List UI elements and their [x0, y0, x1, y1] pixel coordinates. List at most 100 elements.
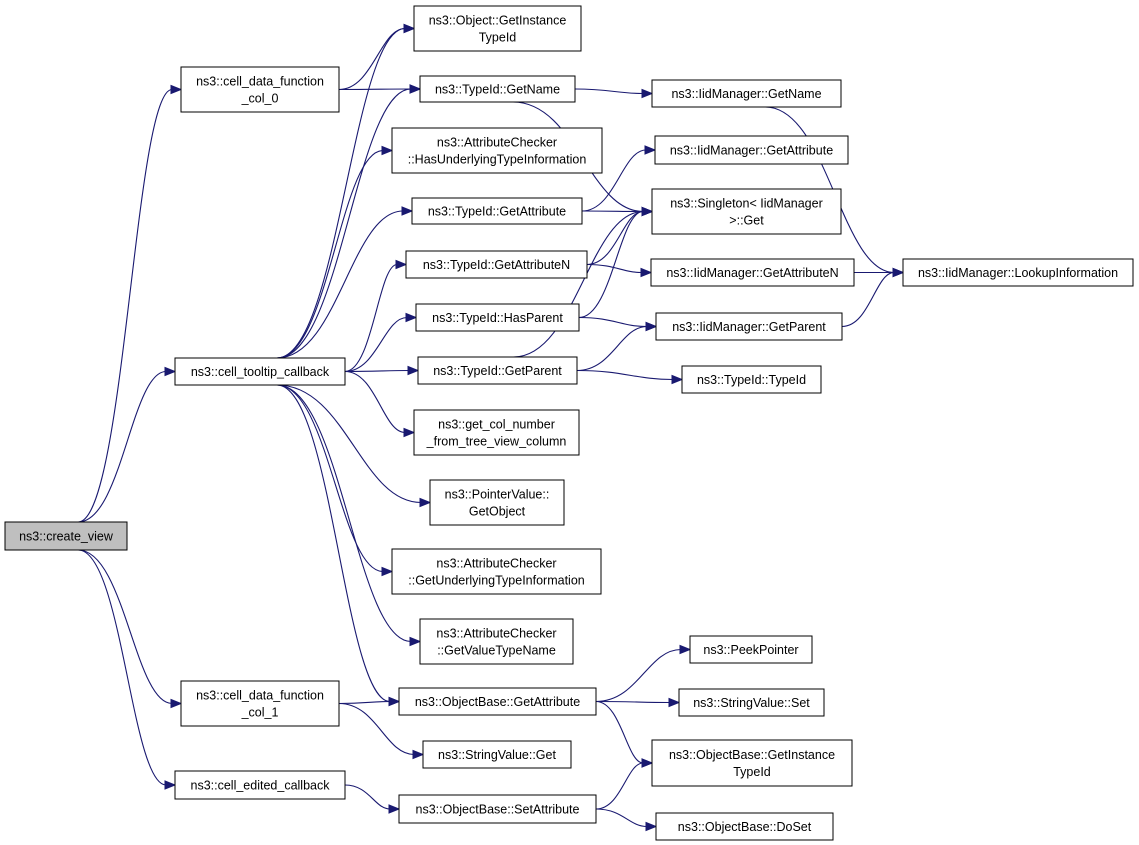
- node-label: ns3::TypeId::GetAttributeN: [423, 258, 570, 272]
- edge-ob_getattr-to-peekpointer: [595, 648, 682, 703]
- node-tid-hasparent[interactable]: ns3::TypeId::HasParent: [415, 303, 580, 332]
- node-label: ns3::TypeId::GetName: [435, 83, 560, 97]
- node-box: [651, 188, 842, 235]
- node-sv-get[interactable]: ns3::StringValue::Get: [422, 740, 572, 769]
- node-ob-doset[interactable]: ns3::ObjectBase::DoSet: [655, 812, 834, 841]
- node-box: [422, 740, 572, 769]
- node-box: [650, 258, 855, 287]
- node-label: ns3::IidManager::GetParent: [672, 320, 826, 334]
- edge-tooltip-to-ob_getattr: [276, 384, 391, 703]
- node-tid-getattrn[interactable]: ns3::TypeId::GetAttributeN: [405, 250, 588, 279]
- arrowhead-tooltip-to-pv_getobject: [419, 497, 432, 508]
- node-pv-getobject[interactable]: ns3::PointerValue::GetObject: [429, 479, 565, 526]
- node-ac-getunder[interactable]: ns3::AttributeChecker::GetUnderlyingType…: [391, 548, 602, 595]
- edge-tooltip-to-ac_getvaluetype: [276, 384, 412, 643]
- node-label: ns3::cell_data_function: [196, 75, 324, 89]
- node-label: _col_1: [241, 706, 279, 720]
- node-label: ns3::cell_tooltip_callback: [191, 365, 330, 379]
- node-ob-getattr[interactable]: ns3::ObjectBase::GetAttribute: [398, 687, 597, 716]
- edge-tid_getattrn-to-iid_getattrn: [586, 263, 643, 274]
- node-singleton-get[interactable]: ns3::Singleton< IidManager>::Get: [651, 188, 842, 235]
- arrowhead-tooltip-to-tid_getparent: [407, 365, 420, 376]
- arrowhead-create_view-to-cdf1: [170, 698, 183, 709]
- arrowhead-tooltip-to-tid_hasparent: [405, 312, 418, 323]
- node-label: ns3::get_col_number: [438, 418, 555, 432]
- edge-tid_getparent-to-tid_typeid: [576, 369, 674, 381]
- node-tid-getattr[interactable]: ns3::TypeId::GetAttribute: [411, 197, 583, 225]
- node-label: ns3::TypeId::TypeId: [697, 373, 806, 387]
- node-tid-getname[interactable]: ns3::TypeId::GetName: [419, 75, 576, 103]
- arrowhead-tid_getname-to-iid_getname: [641, 88, 654, 99]
- node-box: [689, 635, 813, 664]
- node-label: ::HasUnderlyingTypeInformation: [408, 153, 587, 167]
- node-ob-setattr[interactable]: ns3::ObjectBase::SetAttribute: [398, 794, 597, 824]
- edge-ob_getattr-to-sv_set: [595, 700, 671, 704]
- node-box: [902, 258, 1134, 287]
- node-tid-typeid[interactable]: ns3::TypeId::TypeId: [681, 365, 822, 394]
- node-label: ns3::AttributeChecker: [436, 557, 556, 571]
- node-box: [174, 770, 346, 800]
- node-box: [411, 197, 583, 225]
- arrowhead-tid_getparent-to-tid_typeid: [671, 374, 684, 385]
- arrowhead-ob_setattr-to-ob_doset: [645, 821, 658, 832]
- node-box: [405, 250, 588, 279]
- node-label: ns3::AttributeChecker: [437, 136, 557, 150]
- edge-tooltip-to-get_col_number: [344, 370, 406, 434]
- node-iid-lookup[interactable]: ns3::IidManager::LookupInformation: [902, 258, 1134, 287]
- edge-create_view-to-cdf0: [78, 88, 173, 523]
- arrowhead-edited-to-ob_setattr: [388, 804, 401, 814]
- node-edited[interactable]: ns3::cell_edited_callback: [174, 770, 346, 800]
- edge-tooltip-to-tid_getparent: [344, 369, 410, 373]
- node-box: [419, 75, 576, 103]
- node-label: TypeId: [733, 765, 771, 779]
- edge-tooltip-to-ac_hasunder: [276, 149, 384, 359]
- node-cdf1[interactable]: ns3::cell_data_function_col_1: [180, 680, 340, 727]
- node-label: GetObject: [469, 505, 526, 519]
- node-label: _col_0: [241, 92, 279, 106]
- node-ac-getvaluetype[interactable]: ns3::AttributeChecker::GetValueTypeName: [419, 618, 574, 665]
- node-iid-getattr[interactable]: ns3::IidManager::GetAttribute: [654, 135, 849, 165]
- node-ac-hasunder[interactable]: ns3::AttributeChecker::HasUnderlyingType…: [391, 127, 603, 174]
- node-box: [398, 794, 597, 824]
- edge-tid_getparent-to-iid_getparent: [576, 325, 648, 372]
- arrowhead-ob_setattr-to-ob_getinst: [641, 758, 654, 768]
- node-iid-getattrn[interactable]: ns3::IidManager::GetAttributeN: [650, 258, 855, 287]
- node-box: [391, 127, 603, 174]
- node-tid-getparent[interactable]: ns3::TypeId::GetParent: [417, 356, 578, 385]
- node-label: ns3::PeekPointer: [703, 643, 798, 657]
- node-label: ns3::cell_edited_callback: [191, 779, 331, 793]
- node-create-view[interactable]: ns3::create_view: [4, 521, 128, 551]
- node-cdf0[interactable]: ns3::cell_data_function_col_0: [180, 66, 340, 113]
- node-label: ns3::ObjectBase::GetInstance: [669, 748, 835, 762]
- node-label: ns3::ObjectBase::DoSet: [678, 820, 812, 834]
- arrowhead-tid_getparent-to-singleton_get: [641, 206, 654, 217]
- node-get-col-number[interactable]: ns3::get_col_number_from_tree_view_colum…: [413, 409, 580, 456]
- edge-tid_hasparent-to-iid_getparent: [578, 316, 648, 328]
- edge-tid_getname-to-iid_getname: [574, 88, 644, 95]
- arrowhead-tooltip-to-obj_getinst: [403, 23, 416, 34]
- node-box: [413, 5, 582, 52]
- node-box: [429, 479, 565, 526]
- node-label: ns3::PointerValue::: [445, 488, 550, 502]
- node-label: ns3::TypeId::HasParent: [432, 311, 563, 325]
- node-label: ns3::IidManager::GetAttributeN: [666, 266, 838, 280]
- arrowhead-tooltip-to-tid_getattr: [401, 206, 414, 216]
- edge-ob_setattr-to-ob_getinst: [595, 762, 644, 810]
- node-iid-getparent[interactable]: ns3::IidManager::GetParent: [655, 312, 843, 341]
- node-sv-set[interactable]: ns3::StringValue::Set: [678, 688, 825, 717]
- node-peekpointer[interactable]: ns3::PeekPointer: [689, 635, 813, 664]
- node-iid-getname[interactable]: ns3::IidManager::GetName: [651, 79, 842, 108]
- node-box: [415, 303, 580, 332]
- node-box: [413, 409, 580, 456]
- edge-tooltip-to-ac_getunder: [276, 384, 384, 573]
- node-tooltip[interactable]: ns3::cell_tooltip_callback: [174, 357, 346, 386]
- arrowhead-ob_getattr-to-peekpointer: [679, 644, 692, 655]
- node-label: ns3::Singleton< IidManager: [670, 197, 823, 211]
- arrowhead-tooltip-to-tid_getattrn: [395, 259, 408, 270]
- node-box: [651, 79, 842, 108]
- edge-tooltip-to-tid_getattrn: [344, 263, 398, 373]
- edge-cdf0-to-tid_getname: [338, 88, 412, 91]
